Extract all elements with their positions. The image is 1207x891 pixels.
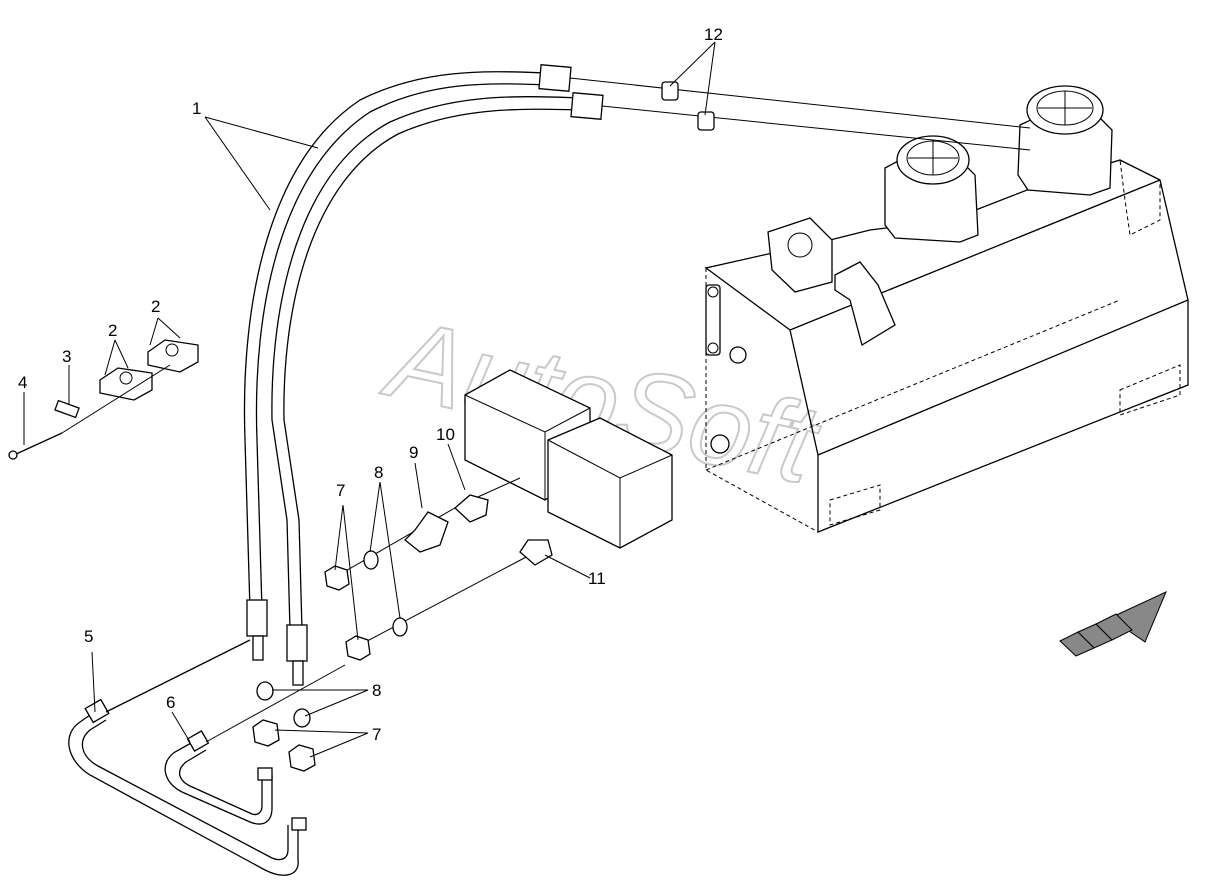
pressure-hose-pair <box>243 64 1031 686</box>
callout-5: 5 <box>84 627 93 646</box>
washer-8-lower-left <box>256 681 274 701</box>
callout-11: 11 <box>588 569 606 588</box>
callout-4: 4 <box>18 373 27 392</box>
callout-10: 10 <box>436 425 455 444</box>
callout-8-lower: 8 <box>372 681 381 700</box>
callout-12: 12 <box>704 25 723 44</box>
nut-7-lower-right <box>288 744 316 772</box>
washer-8-middle <box>392 617 408 637</box>
valve-block-front <box>547 417 673 549</box>
callout-8-upper: 8 <box>374 463 383 482</box>
hydraulic-tank <box>704 159 1189 533</box>
fitting-10 <box>454 494 489 523</box>
filter-left <box>884 135 979 243</box>
callout-9: 9 <box>409 443 418 462</box>
clamp-set <box>8 339 199 460</box>
nut-7-middle <box>345 635 371 661</box>
direction-arrow-icon <box>1059 591 1167 657</box>
callout-7-upper: 7 <box>336 481 345 500</box>
bolt-4 <box>13 432 63 456</box>
return-pipes <box>68 639 346 876</box>
callout-2-lower: 2 <box>108 321 117 340</box>
leader-lines <box>23 41 716 758</box>
adapter-9 <box>404 511 449 553</box>
hose-clamp <box>661 81 715 131</box>
callout-6: 6 <box>166 693 175 712</box>
clamp-plate-3 <box>54 399 80 419</box>
washer-8-lower-right <box>293 708 311 728</box>
callout-2-upper: 2 <box>151 297 160 316</box>
callout-7-lower: 7 <box>372 725 381 744</box>
fitting-parts <box>252 477 553 772</box>
nut-7-upper <box>324 565 350 591</box>
fitting-11 <box>519 539 553 566</box>
filter-right <box>1017 85 1113 196</box>
nut-7-lower-left <box>252 719 280 747</box>
washer-8-upper <box>363 550 379 570</box>
callout-1: 1 <box>192 99 201 118</box>
callout-3: 3 <box>62 347 71 366</box>
